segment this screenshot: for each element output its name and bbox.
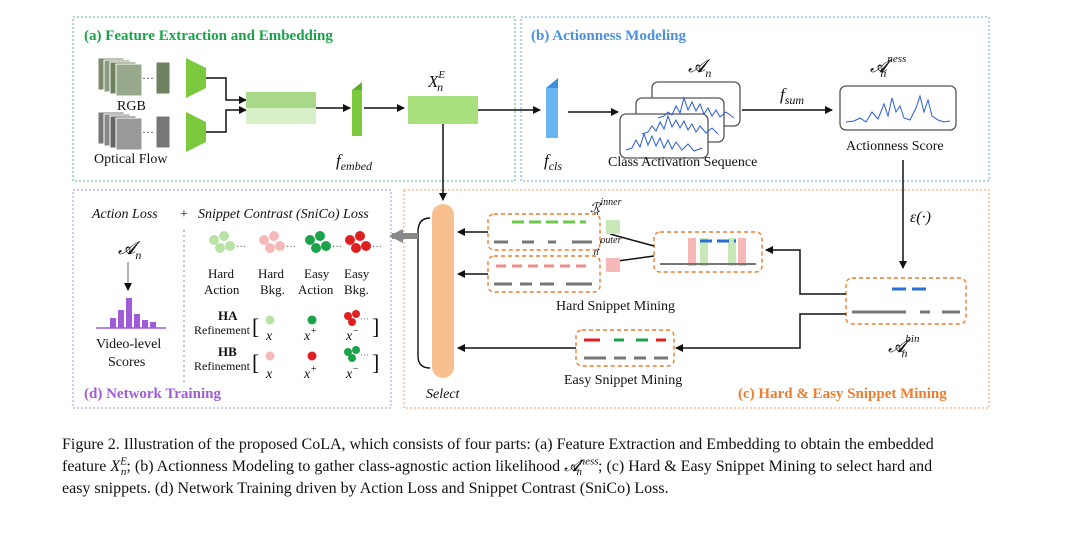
video-level-label-1: Video-level [96, 337, 161, 352]
a-bin-box [845, 277, 967, 325]
hard-action-label-1: Hard [208, 266, 234, 281]
svg-text:···: ··· [236, 242, 246, 253]
f-embed-label: fembed [336, 151, 373, 173]
easy-bkg-label-2: Bkg. [344, 282, 369, 297]
svg-text:x+: x+ [303, 364, 317, 382]
svg-text:x−: x− [345, 326, 359, 344]
video-level-label-2: Scores [108, 355, 145, 370]
svg-text:···: ··· [372, 242, 382, 253]
svg-text:···: ··· [142, 71, 154, 85]
panel-d-title: (d) Network Training [84, 386, 221, 402]
r-inner-swatch [606, 220, 620, 234]
select-bar [432, 204, 454, 378]
hard-action-box [487, 213, 601, 251]
panel-a-border [72, 16, 516, 182]
panel-a-title: (a) Feature Extraction and Embedding [84, 28, 333, 44]
hard-bkg-label-1: Hard [258, 266, 284, 281]
ha-refinement-label: Refinement [194, 323, 251, 337]
panel-d-border [72, 189, 392, 409]
cas-stack [619, 81, 741, 159]
xne-block [408, 96, 478, 124]
svg-text:[: [ [252, 314, 259, 339]
svg-text:···: ··· [360, 314, 369, 324]
video-level-bars [110, 298, 156, 328]
panel-b-title: (b) Actionness Modeling [531, 28, 687, 44]
svg-text:x+: x+ [303, 326, 317, 344]
svg-text:···: ··· [286, 242, 296, 253]
f-embed-block [352, 82, 362, 136]
f-cls-label: fcls [544, 151, 562, 173]
svg-text:···: ··· [332, 242, 342, 253]
ha-label: HA [218, 308, 238, 323]
easy-box [575, 329, 675, 367]
panel-b-border [520, 16, 990, 182]
f-cls-block [546, 78, 558, 138]
cola-diagram: (a) Feature Extraction and Embedding (b)… [72, 16, 990, 409]
caption-line-2: feature XEn; (b) Actionness Modeling to … [62, 455, 933, 479]
svg-text:···: ··· [360, 350, 369, 360]
hard-mining-label: Hard Snippet Mining [556, 299, 675, 314]
svg-text:x−: x− [345, 364, 359, 382]
actionness-score-label: Actionness Score [846, 139, 944, 154]
hard-bkg-box [487, 255, 601, 293]
action-loss-label: Action Loss [91, 207, 158, 222]
hard-bkg-label-2: Bkg. [260, 282, 285, 297]
hard-action-label-2: Action [204, 282, 240, 297]
a-n-label-d: 𝓐n [118, 238, 141, 262]
rgb-encoder [186, 58, 206, 98]
hard-action-dots [209, 231, 235, 253]
easy-action-label-2: Action [298, 282, 334, 297]
svg-text:]: ] [372, 314, 379, 339]
f-sum-label: fsum [780, 85, 804, 107]
epsilon-label: ε(·) [910, 209, 931, 226]
rgb-frames-icon: ··· [97, 57, 171, 97]
svg-text:]: ] [372, 350, 379, 375]
caption-line-3: easy snippets. (d) Network Training driv… [62, 480, 669, 497]
hb-refinement-label: Refinement [194, 359, 251, 373]
concat-feature [246, 92, 316, 124]
r-outer-swatch [606, 258, 620, 272]
select-label: Select [426, 387, 461, 402]
a-n-label-b: 𝓐n [688, 56, 711, 80]
easy-bkg-dots [345, 231, 371, 253]
plus-sign: + [180, 207, 188, 222]
easy-action-label-1: Easy [304, 266, 330, 281]
hb-label: HB [218, 344, 237, 359]
easy-mining-label: Easy Snippet Mining [564, 373, 682, 388]
hard-bkg-dots [259, 231, 285, 253]
panel-c-title: (c) Hard & Easy Snippet Mining [738, 386, 947, 402]
panel-c-border [403, 189, 990, 409]
caption-line-1: Figure 2. Illustration of the proposed C… [62, 436, 934, 453]
svg-text:[: [ [252, 350, 259, 375]
cas-label: Class Activation Sequence [608, 155, 757, 170]
rgb-label: RGB [117, 99, 146, 114]
easy-bkg-label-1: Easy [344, 266, 370, 281]
svg-text:x: x [265, 367, 273, 382]
figure-caption: Figure 2. Illustration of the proposed C… [62, 434, 1052, 500]
flow-frames-icon: ··· [97, 111, 171, 151]
actionness-plot [839, 85, 957, 131]
snico-loss-label: Snippet Contrast (SniCo) Loss [198, 207, 369, 222]
flow-encoder [186, 112, 206, 152]
svg-text:···: ··· [142, 125, 154, 139]
optical-flow-label: Optical Flow [94, 152, 168, 167]
easy-action-dots [305, 231, 331, 253]
svg-text:x: x [265, 329, 273, 344]
